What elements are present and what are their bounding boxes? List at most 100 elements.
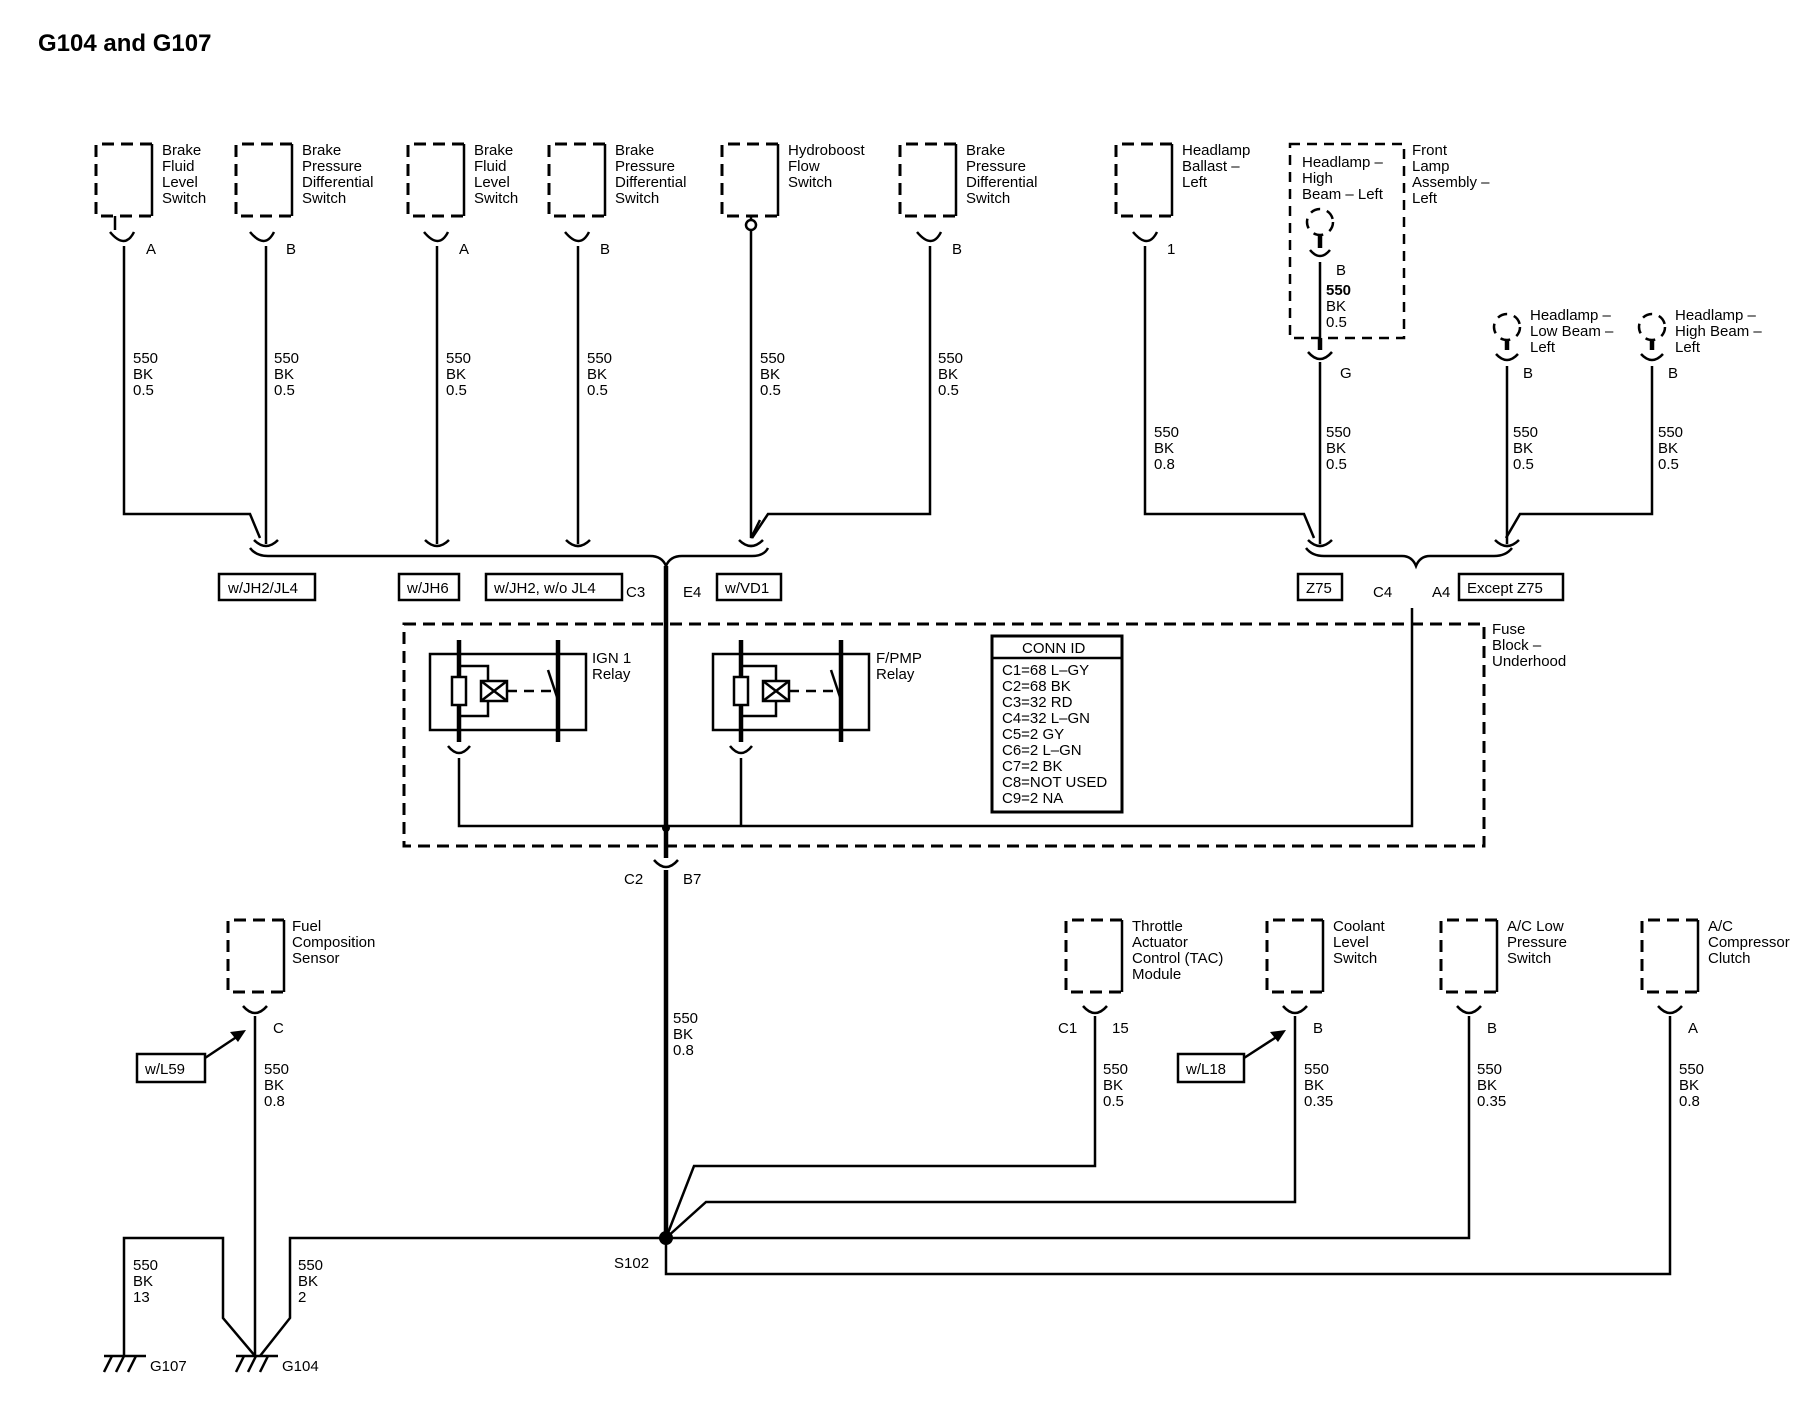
component-hydroboost-flow-switch: Hydroboost Flow Switch 550 BK 0.5: [720, 142, 866, 399]
svg-text:Switch: Switch: [615, 190, 659, 207]
svg-text:BK: BK: [274, 366, 294, 383]
svg-text:550: 550: [673, 1010, 698, 1027]
svg-text:Clutch: Clutch: [1708, 950, 1751, 967]
svg-text:550: 550: [133, 1257, 158, 1274]
component-brake-fluid-level-switch-1: Brake Fluid Level Switch A 550 BK 0.5: [94, 142, 206, 399]
ground-icon: [102, 1354, 146, 1373]
svg-text:Level: Level: [474, 174, 510, 191]
svg-text:Left: Left: [1182, 174, 1208, 191]
component-headlamp-ballast-left: Headlamp Ballast – Left 1 550 BK 0.8: [1114, 142, 1250, 473]
svg-text:0.5: 0.5: [133, 382, 154, 399]
svg-text:B: B: [600, 241, 610, 258]
connector-label-c3: C3: [626, 584, 645, 601]
svg-text:Ballast –: Ballast –: [1182, 158, 1240, 175]
svg-text:G: G: [1340, 365, 1352, 382]
svg-text:550: 550: [298, 1257, 323, 1274]
svg-text:w/JH2/JL4: w/JH2/JL4: [227, 580, 298, 597]
svg-text:High Beam –: High Beam –: [1675, 323, 1762, 340]
component-front-lamp-assembly-left: Front Lamp Assembly – Left Headlamp – Hi…: [1288, 142, 1490, 473]
svg-text:Except Z75: Except Z75: [1467, 580, 1543, 597]
svg-text:550: 550: [1326, 424, 1351, 441]
svg-text:B: B: [286, 241, 296, 258]
svg-text:Headlamp –: Headlamp –: [1302, 154, 1384, 171]
svg-text:Coolant: Coolant: [1333, 918, 1386, 935]
component-fuel-composition-sensor: Fuel Composition Sensor C 550 BK 0.8 w/L…: [135, 918, 375, 1356]
svg-text:Hydroboost: Hydroboost: [788, 142, 866, 159]
component-headlamp-low-beam-left: Headlamp – Low Beam – Left B 550 BK 0.5: [1492, 307, 1614, 473]
svg-text:Z75: Z75: [1306, 580, 1332, 597]
svg-text:Compressor: Compressor: [1708, 934, 1790, 951]
svg-text:C4=32 L–GN: C4=32 L–GN: [1002, 710, 1090, 727]
svg-text:0.5: 0.5: [446, 382, 467, 399]
connector-label-c2: C2: [624, 871, 643, 888]
svg-text:15: 15: [1112, 1020, 1129, 1037]
svg-text:IGN 1: IGN 1: [592, 650, 631, 667]
resistor-icon: [732, 675, 750, 707]
component-brake-pressure-switch-2: Brake Pressure Differential Switch B 550…: [547, 142, 686, 399]
svg-text:0.5: 0.5: [1103, 1093, 1124, 1110]
option-label-l59: w/L59: [135, 1030, 246, 1084]
component-ac-low-pressure-switch: A/C Low Pressure Switch B 550 BK 0.35: [1439, 918, 1567, 1110]
svg-text:Switch: Switch: [1507, 950, 1551, 967]
svg-text:BK: BK: [587, 366, 607, 383]
svg-text:Fluid: Fluid: [474, 158, 507, 175]
svg-text:2: 2: [298, 1289, 306, 1306]
svg-text:Switch: Switch: [302, 190, 346, 207]
svg-text:w/L18: w/L18: [1185, 1061, 1226, 1078]
conn-id-table: CONN ID C1=68 L–GY C2=68 BK C3=32 RD C4=…: [990, 634, 1124, 814]
svg-text:Lamp: Lamp: [1412, 158, 1450, 175]
svg-text:BK: BK: [133, 366, 153, 383]
svg-text:C1: C1: [1058, 1020, 1077, 1037]
svg-text:550: 550: [133, 350, 158, 367]
svg-text:0.8: 0.8: [1679, 1093, 1700, 1110]
svg-text:Underhood: Underhood: [1492, 653, 1566, 670]
svg-text:Actuator: Actuator: [1132, 934, 1188, 951]
terminal-icon: [744, 218, 758, 232]
arrow-icon: [230, 1030, 246, 1042]
svg-text:BK: BK: [1154, 440, 1174, 457]
svg-text:Differential: Differential: [966, 174, 1037, 191]
ground-icon: [234, 1354, 278, 1373]
svg-text:Level: Level: [162, 174, 198, 191]
bulb-icon: [1492, 312, 1522, 342]
pin-label: A: [146, 241, 156, 258]
svg-text:BK: BK: [1477, 1077, 1497, 1094]
svg-text:BK: BK: [1679, 1077, 1699, 1094]
svg-text:Low Beam –: Low Beam –: [1530, 323, 1614, 340]
svg-text:C: C: [273, 1020, 284, 1037]
svg-text:Switch: Switch: [966, 190, 1010, 207]
svg-text:BK: BK: [673, 1026, 693, 1043]
svg-text:0.5: 0.5: [1513, 456, 1534, 473]
svg-text:1: 1: [1167, 241, 1175, 258]
svg-text:B: B: [1313, 1020, 1323, 1037]
svg-text:550: 550: [1658, 424, 1683, 441]
svg-text:BK: BK: [446, 366, 466, 383]
svg-text:13: 13: [133, 1289, 150, 1306]
option-label-vd1: w/VD1: [715, 572, 783, 602]
component-headlamp-high-beam-left: Headlamp – High Beam – Left B 550 BK 0.5: [1637, 307, 1762, 473]
svg-text:BK: BK: [1658, 440, 1678, 457]
option-label-l18: w/L18: [1176, 1030, 1286, 1084]
svg-text:550: 550: [446, 350, 471, 367]
svg-text:550: 550: [1679, 1061, 1704, 1078]
svg-text:Brake: Brake: [474, 142, 513, 159]
svg-text:Pressure: Pressure: [966, 158, 1026, 175]
svg-text:550: 550: [760, 350, 785, 367]
option-label-jh2-wo-jl4: w/JH2, w/o JL4: [484, 572, 624, 602]
resistor-icon: [450, 675, 468, 707]
svg-text:Level: Level: [1333, 934, 1369, 951]
svg-text:550: 550: [1103, 1061, 1128, 1078]
svg-text:Differential: Differential: [302, 174, 373, 191]
svg-text:0.5: 0.5: [1326, 314, 1347, 331]
svg-text:B: B: [952, 241, 962, 258]
svg-text:Pressure: Pressure: [615, 158, 675, 175]
svg-text:0.5: 0.5: [938, 382, 959, 399]
svg-text:Left: Left: [1412, 190, 1438, 207]
svg-text:A/C: A/C: [1708, 918, 1733, 935]
connector-label-b7: B7: [683, 871, 701, 888]
svg-text:Left: Left: [1530, 339, 1556, 356]
svg-text:G104: G104: [282, 1358, 319, 1375]
bulb-icon: [1637, 312, 1667, 342]
svg-text:BK: BK: [298, 1273, 318, 1290]
